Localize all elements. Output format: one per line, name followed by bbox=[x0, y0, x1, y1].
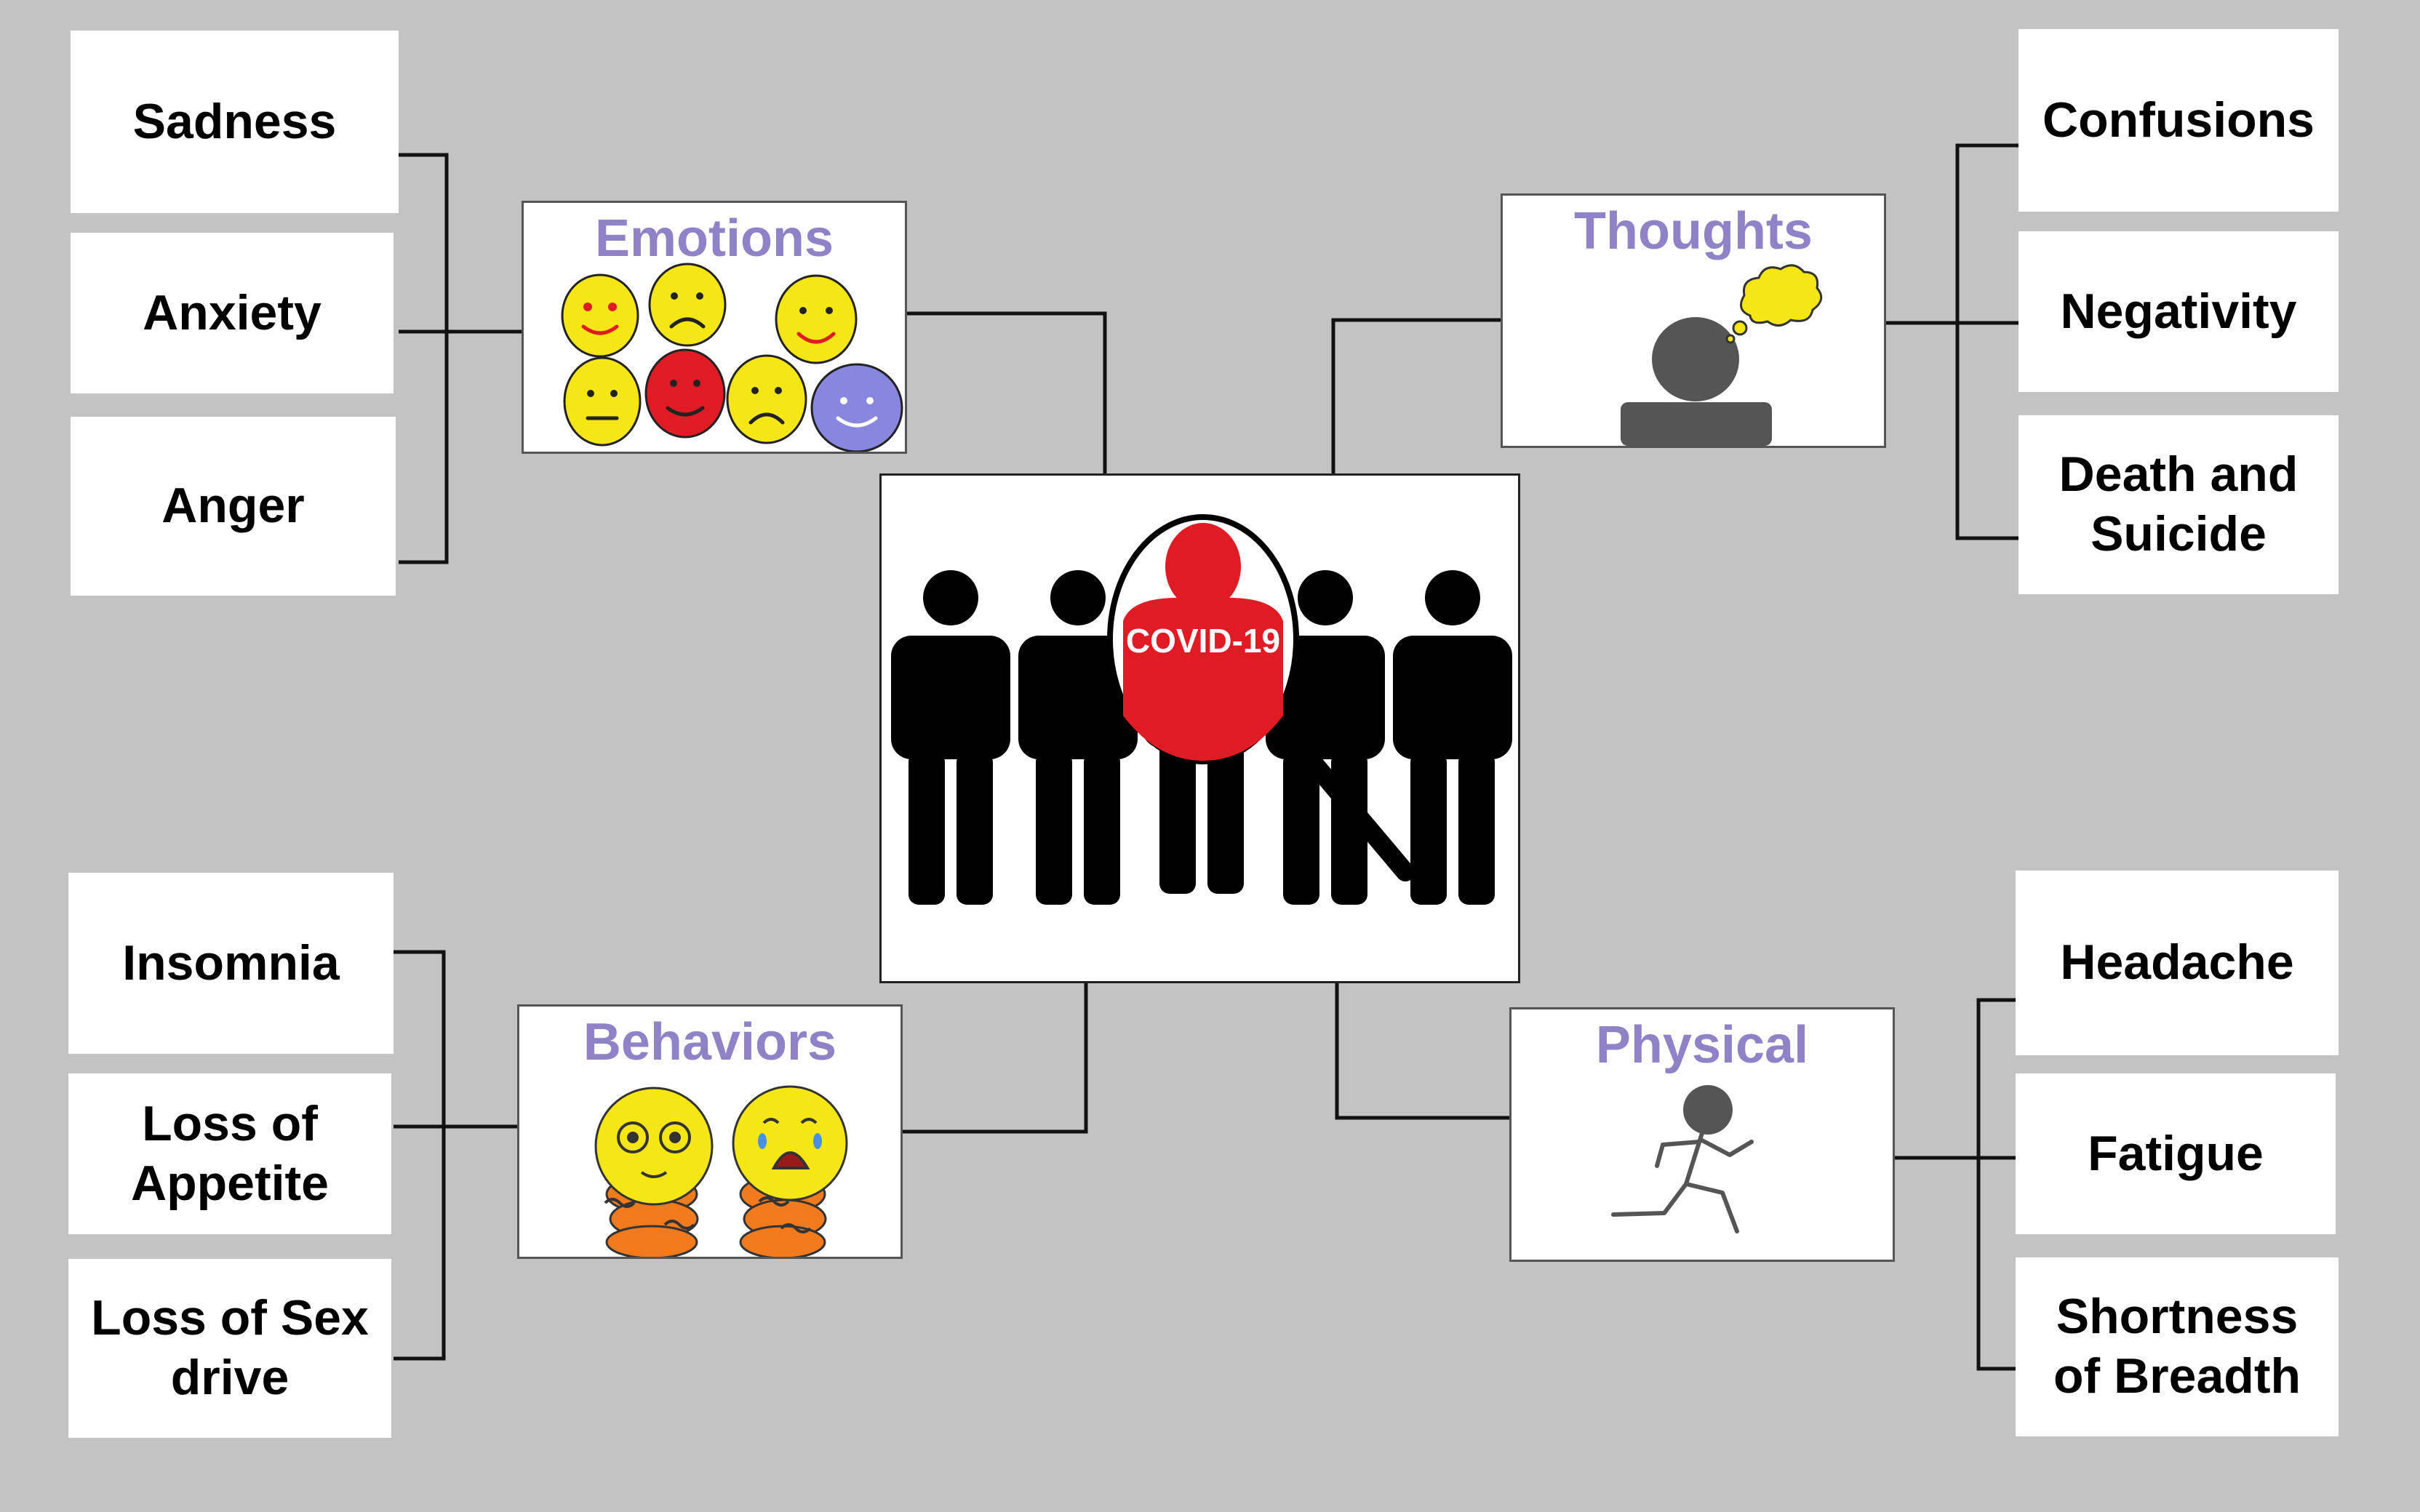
thinking-person-icon bbox=[1621, 264, 1823, 446]
connector-thoughts-items bbox=[1885, 143, 2018, 540]
item-insomnia: Insomnia bbox=[68, 873, 394, 1054]
item-loss-of-sex-drive: Loss of Sex drive bbox=[68, 1259, 391, 1438]
distressed-figures-icon bbox=[594, 1085, 848, 1257]
running-person-icon bbox=[1611, 1085, 1754, 1233]
item-negativity: Negativity bbox=[2018, 231, 2339, 392]
connector-behaviors-center bbox=[901, 983, 1088, 1134]
item-fatigue: Fatigue bbox=[2016, 1073, 2336, 1234]
connector-thoughts-center bbox=[1331, 318, 1505, 473]
item-sadness: Sadness bbox=[71, 31, 399, 213]
connector-physical-center bbox=[1335, 983, 1511, 1120]
item-confusions: Confusions bbox=[2018, 29, 2339, 212]
category-emotions: Emotions bbox=[522, 201, 907, 454]
connector-behaviors-items bbox=[394, 950, 517, 1361]
item-shortness-of-breadth: Shortness of Breadth bbox=[2016, 1257, 2339, 1436]
item-loss-of-appetite: Loss of Appetite bbox=[68, 1073, 391, 1234]
item-headache: Headache bbox=[2016, 871, 2339, 1055]
emotion-faces-icon bbox=[561, 263, 903, 452]
connector-physical-items bbox=[1894, 998, 2016, 1371]
item-death-and-suicide: Death and Suicide bbox=[2018, 415, 2339, 594]
category-physical-title: Physical bbox=[1595, 1016, 1809, 1074]
category-emotions-title: Emotions bbox=[594, 209, 834, 268]
category-thoughts-title: Thoughts bbox=[1574, 202, 1813, 260]
item-anger: Anger bbox=[71, 417, 396, 596]
connector-emotions-center bbox=[907, 311, 1107, 473]
item-anxiety: Anxiety bbox=[71, 233, 394, 393]
covid-center-panel: COVID-19 bbox=[879, 473, 1520, 983]
category-physical: Physical bbox=[1509, 1007, 1895, 1262]
category-behaviors-title: Behaviors bbox=[583, 1013, 837, 1071]
infected-person-icon bbox=[1123, 523, 1283, 761]
category-thoughts: Thoughts bbox=[1501, 193, 1886, 448]
magnifier-handle bbox=[1279, 724, 1415, 881]
connector-emotions-items bbox=[399, 153, 522, 564]
crowd-magnifier-icon bbox=[891, 514, 1512, 905]
covid-label: COVID-19 bbox=[1125, 622, 1281, 660]
category-behaviors: Behaviors bbox=[517, 1004, 903, 1259]
